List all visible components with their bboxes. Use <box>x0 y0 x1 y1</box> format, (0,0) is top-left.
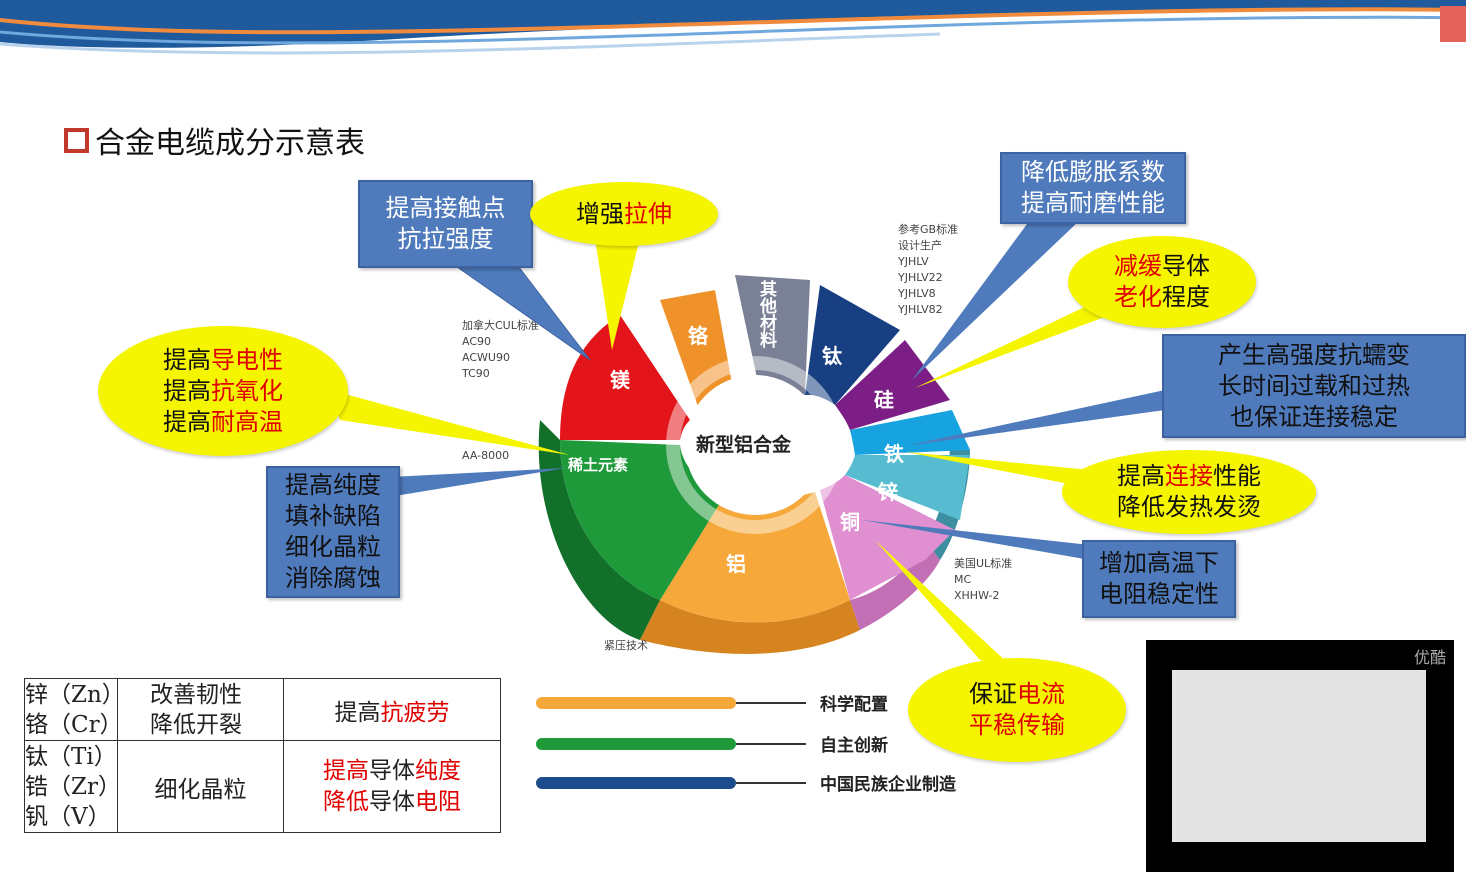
compress-tech: 紧压技术 <box>604 639 648 652</box>
segment-label-ti: 钛 <box>822 344 842 368</box>
legend-label: 自主创新 <box>820 736 888 756</box>
legend-item: 科学配置 <box>536 690 888 715</box>
callout-high-temp: 增加高温下电阻稳定性 <box>1082 540 1236 618</box>
legend-bar-orange <box>536 696 736 709</box>
legend-item: 中国民族企业制造 <box>536 770 956 795</box>
segment-label-re: 稀土元素 <box>568 456 629 474</box>
legend-bar-navy <box>536 776 736 789</box>
callout-creep: 产生高强度抗蠕变长时间过载和过热也保证连接稳定 <box>1162 334 1466 438</box>
title-text: 合金电缆成分示意表 <box>95 126 365 161</box>
table-cell-elements: 钛（Ti）锆（Zr）钒（V） <box>24 740 121 833</box>
aa-standard: AA-8000 <box>462 449 510 462</box>
table-row: 钛（Ti）锆（Zr）钒（V） 细化晶粒 提高导体纯度 降低导体电阻 <box>24 740 501 833</box>
bullet-square-icon <box>64 127 89 153</box>
page-title: 合金电缆成分示意表 <box>64 118 365 162</box>
table-row: 锌（Zn）铬（Cr） 改善韧性降低开裂 提高抗疲劳 <box>24 678 501 741</box>
legend-label: 科学配置 <box>820 695 888 715</box>
legend-item: 自主创新 <box>536 731 888 756</box>
header-wave <box>0 0 1466 55</box>
table-cell-elements: 锌（Zn）铬（Cr） <box>24 678 125 741</box>
bubble-connection: 提高连接性能 降低发热发烫 <box>1062 450 1316 534</box>
element-effect-table: 锌（Zn）铬（Cr） 改善韧性降低开裂 提高抗疲劳 钛（Ti）锆（Zr）钒（V）… <box>24 678 501 833</box>
video-logo: 优酷 <box>1413 648 1446 667</box>
segment-label-cu: 铜 <box>840 510 860 534</box>
segment-label-other: 其他材料 <box>760 280 777 351</box>
table-cell-effect: 细化晶粒 <box>117 740 284 833</box>
legend-bar-green <box>536 737 736 750</box>
segment-label-si: 硅 <box>874 388 894 412</box>
bubble-conductivity: 提高导电性 提高抗氧化 提高耐高温 <box>98 326 348 456</box>
bubble-tensile: 增强拉伸 <box>530 182 718 246</box>
alloy-wheel <box>538 275 970 654</box>
table-cell-result: 提高抗疲劳 <box>283 678 501 741</box>
video-player[interactable]: 优酷 <box>1146 640 1454 872</box>
callout-contact-strength: 提高接触点抗拉强度 <box>358 180 533 268</box>
table-cell-result: 提高导体纯度 降低导体电阻 <box>283 740 501 833</box>
segment-label-cr: 铬 <box>688 324 708 348</box>
corner-icon[interactable] <box>1440 6 1466 42</box>
wheel-center-label: 新型铝合金 <box>696 434 792 456</box>
segment-label-zn: 锌 <box>878 480 898 504</box>
video-screen[interactable] <box>1172 670 1426 842</box>
segment-label-al: 铝 <box>726 552 746 576</box>
segment-label-mg: 镁 <box>610 368 630 392</box>
bubble-current: 保证电流 平稳传输 <box>908 658 1126 762</box>
legend-label: 中国民族企业制造 <box>820 775 956 795</box>
callout-expansion: 降低膨胀系数提高耐磨性能 <box>1000 152 1186 224</box>
callout-purity: 提高纯度填补缺陷细化晶粒消除腐蚀 <box>266 466 400 598</box>
segment-label-fe: 铁 <box>884 442 904 466</box>
bubble-aging: 减缓导体 老化程度 <box>1068 236 1256 328</box>
table-cell-effect: 改善韧性降低开裂 <box>117 678 284 741</box>
